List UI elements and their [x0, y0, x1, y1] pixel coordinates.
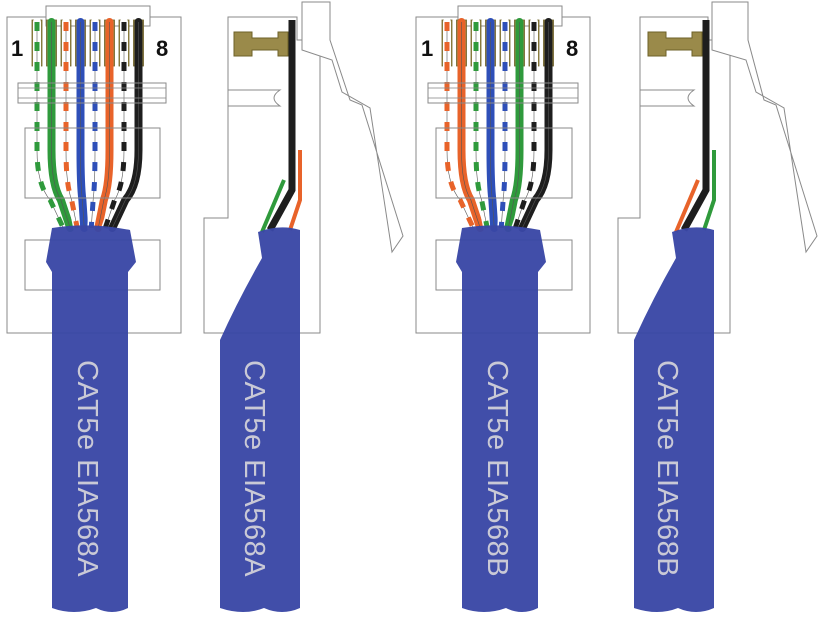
- wire-4: [76, 18, 89, 232]
- cable-jacket: [46, 225, 136, 612]
- cable-standard-label: CAT5e EIA568B: [651, 360, 683, 577]
- wire-outline-2: [51, 22, 71, 229]
- cable-standard-label: CAT5e EIA568A: [238, 360, 270, 577]
- pin-1-label: 1: [421, 36, 433, 61]
- cable-window: [435, 127, 573, 199]
- wire-stripe-1: [444, 22, 476, 230]
- cable-jacket-side: [634, 227, 714, 612]
- wire-outline-2: [461, 22, 481, 229]
- strain-relief-bar-inner: [17, 87, 167, 99]
- wire-bundle: [443, 18, 553, 232]
- contact-blade-side: [233, 31, 289, 57]
- connector-front-eia568a: 1 8 CAT5e EIA568A: [6, 5, 182, 612]
- wire-stripe-3: [473, 22, 490, 229]
- wire-outline-4: [80, 22, 85, 229]
- contact-blade-side: [647, 31, 703, 57]
- side-wire-orange: [674, 179, 700, 233]
- side-wires: [266, 20, 296, 232]
- pin-8-label: 8: [566, 36, 578, 61]
- pin-1-label: 1: [11, 36, 23, 61]
- wire-outline-4: [490, 22, 495, 229]
- wire-outline-8: [521, 22, 549, 229]
- side-wires: [680, 20, 710, 232]
- side-wire-green: [702, 150, 716, 231]
- wire-stripe-3: [63, 22, 80, 229]
- wire-4: [486, 18, 499, 232]
- wire-outline-6: [97, 22, 110, 229]
- wire-outline-6: [507, 22, 520, 229]
- connector-front-eia568b: 1 8 CAT5e EIA568B: [415, 5, 591, 612]
- strain-relief-bar-inner: [427, 87, 579, 99]
- wire-stripe-5: [498, 22, 508, 229]
- connector-side-eia568b: CAT5e EIA568B: [617, 1, 818, 612]
- cable-jacket-side: [220, 227, 300, 612]
- cable-jacket: [456, 225, 546, 612]
- side-notch: [640, 89, 696, 107]
- side-notch: [228, 89, 282, 107]
- side-wire-green: [260, 179, 286, 233]
- wire-bundle: [33, 18, 143, 232]
- pin-8-label: 8: [156, 36, 168, 61]
- connector-side-eia568a: CAT5e EIA568A: [203, 1, 404, 612]
- cable-standard-label: CAT5e EIA568B: [481, 360, 513, 577]
- latch-clip: [301, 1, 404, 254]
- wire-stripe-5: [88, 22, 98, 229]
- cable-standard-label: CAT5e EIA568A: [71, 360, 103, 577]
- wire-stripe-1: [34, 22, 66, 230]
- latch-clip: [711, 1, 818, 254]
- wire-outline-8: [111, 22, 139, 229]
- cable-window: [24, 127, 161, 199]
- wire-stripe-7: [102, 22, 127, 229]
- wire-stripe-7: [512, 22, 537, 229]
- side-wire-orange: [288, 150, 302, 231]
